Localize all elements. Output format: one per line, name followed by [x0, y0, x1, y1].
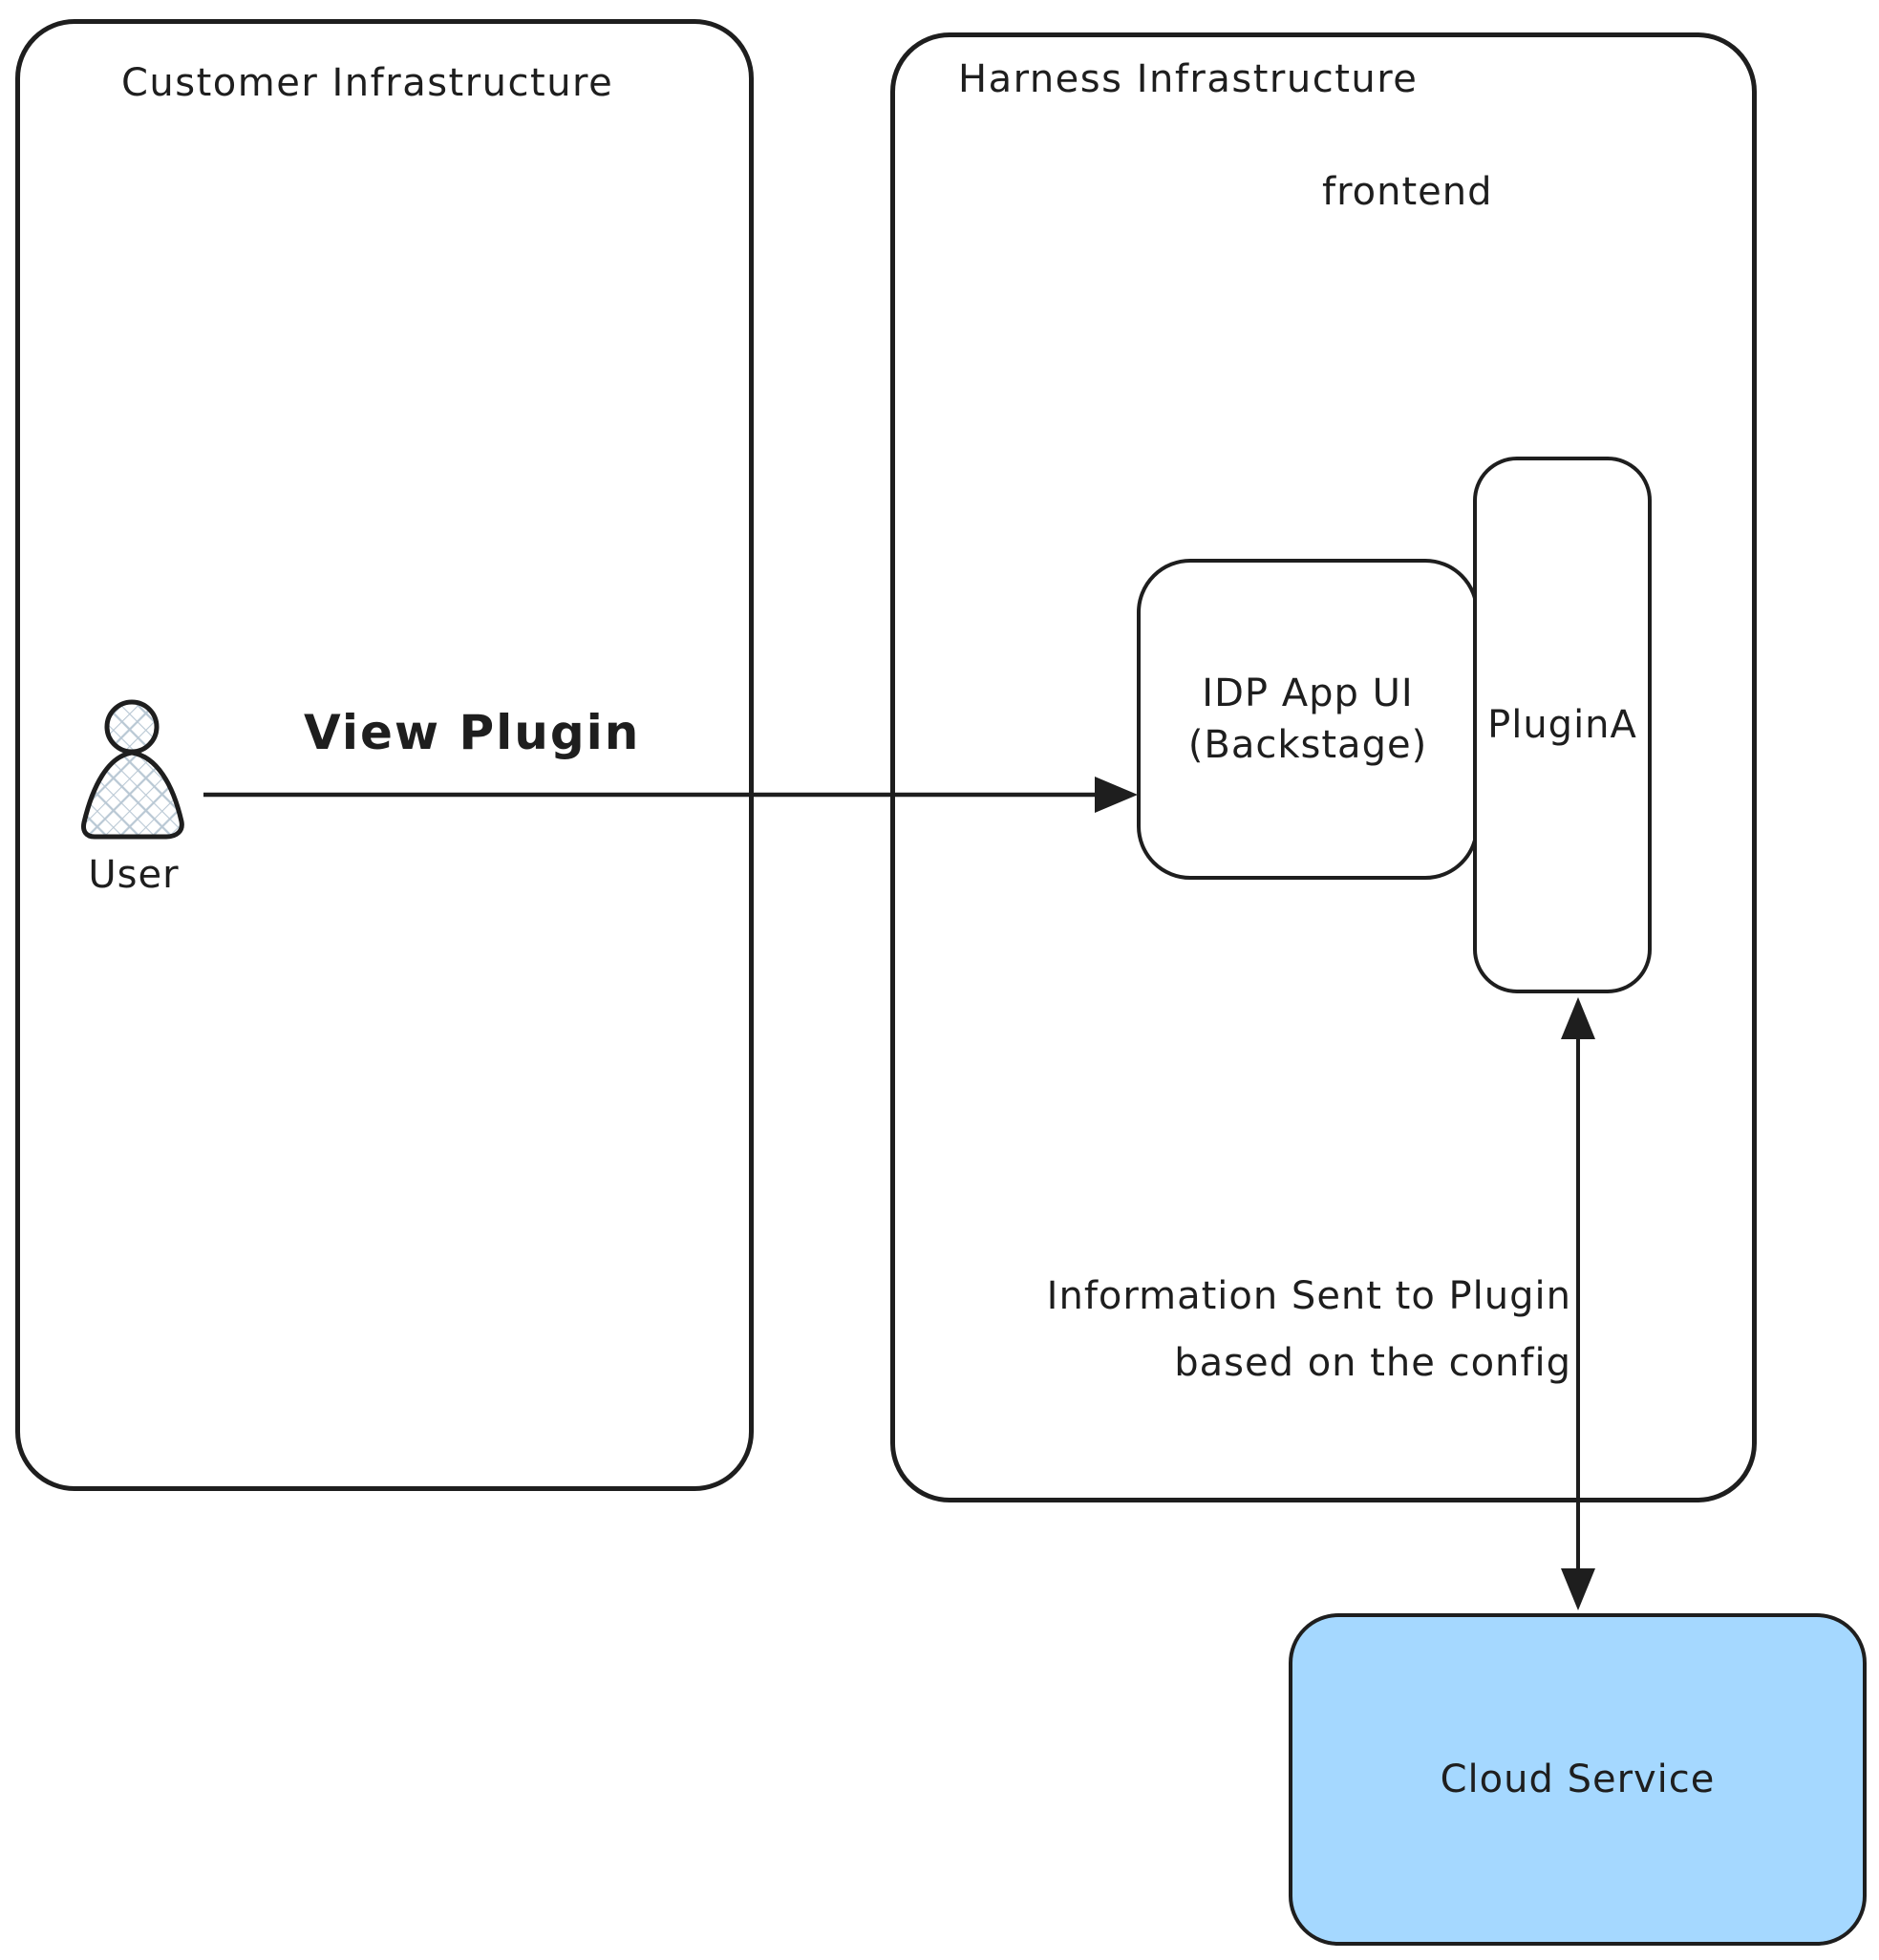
frontend-label: frontend	[1322, 170, 1493, 214]
user-label: User	[88, 853, 180, 897]
idp-app-ui-label-line1: IDP App UI	[1202, 671, 1414, 715]
plugin-cloud-arrow	[1561, 997, 1595, 1610]
customer-infrastructure-title: Customer Infrastructure	[121, 61, 614, 105]
cloud-service-box: Cloud Service	[1289, 1613, 1867, 1946]
view-plugin-arrow	[203, 777, 1138, 813]
user-icon	[81, 699, 184, 840]
idp-app-ui-label: IDP App UI (Backstage)	[1188, 668, 1427, 771]
plugin-a-box: PluginA	[1473, 457, 1652, 993]
cloud-service-label: Cloud Service	[1440, 1758, 1716, 1801]
harness-infrastructure-title: Harness Infrastructure	[958, 57, 1419, 101]
info-sent-annotation-line2: based on the config	[1174, 1341, 1571, 1385]
harness-infrastructure-box	[890, 32, 1757, 1502]
customer-infrastructure-box	[15, 19, 754, 1491]
view-plugin-arrow-label: View Plugin	[304, 705, 641, 760]
idp-app-ui-label-line2: (Backstage)	[1187, 723, 1428, 767]
plugin-a-label: PluginA	[1487, 703, 1637, 747]
info-sent-annotation: Information Sent to Plugin based on the …	[998, 1263, 1571, 1396]
idp-app-ui-box: IDP App UI (Backstage)	[1137, 559, 1479, 880]
info-sent-annotation-line1: Information Sent to Plugin	[1046, 1274, 1571, 1318]
